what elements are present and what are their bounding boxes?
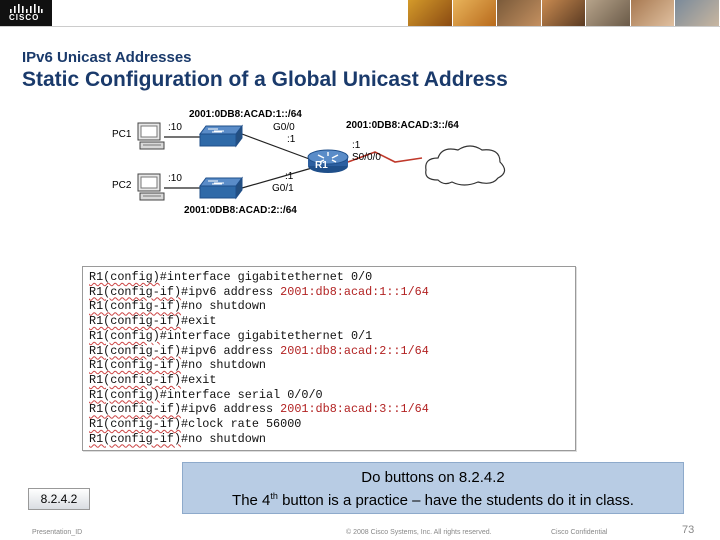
page-number: 73 (682, 524, 695, 536)
cli-prompt: R1(config-if) (89, 314, 182, 329)
banner-photo (675, 0, 720, 26)
switch2-icon (199, 176, 243, 200)
router-r1-icon (307, 149, 349, 173)
cli-line: R1(config-if)#no shutdown (89, 299, 575, 314)
banner-photo (497, 0, 542, 26)
cli-lines: R1(config)#interface gigabitethernet 0/0… (89, 270, 575, 446)
cli-prompt: R1(config-if) (89, 358, 182, 373)
cli-prompt: R1(config-if) (89, 417, 182, 432)
network-2-label: 2001:0DB8:ACAD:2::/64 (184, 205, 297, 216)
cli-command: #exit (181, 314, 217, 329)
section-number-box: 8.2.4.2 (28, 488, 90, 510)
cli-ipv6-address: 2001:db8:acad:2::1/64 (280, 343, 429, 358)
pc2-computer-icon (137, 173, 165, 201)
cisco-logo: CISCO (0, 0, 52, 26)
cli-command: #ipv6 address (181, 343, 281, 358)
cli-prompt: R1(config-if) (89, 402, 182, 417)
network-topology: R1 2001:0DB8:ACAD:1::/64 2001:0DB8:ACAD:… (100, 100, 560, 220)
router-label: R1 (315, 160, 328, 171)
cli-command: #exit (181, 372, 217, 387)
cli-command: #ipv6 address (181, 402, 281, 417)
cli-line: R1(config-if)#no shutdown (89, 432, 575, 447)
cli-ipv6-address: 2001:db8:acad:1::1/64 (280, 284, 429, 299)
cli-config-box: R1(config)#interface gigabitethernet 0/0… (82, 266, 576, 451)
instructor-note: Do buttons on 8.2.4.2 The 4th button is … (182, 462, 684, 514)
s000-host-label: :1 (352, 140, 361, 151)
pc2-host-label: :10 (168, 173, 182, 184)
cli-prompt: R1(config-if) (89, 284, 182, 299)
switch1-icon (199, 124, 243, 148)
s000-label: S0/0/0 (352, 152, 381, 163)
banner-photo (541, 0, 587, 26)
g00-label: G0/0 (273, 122, 295, 133)
cli-line: R1(config)#interface serial 0/0/0 (89, 388, 575, 403)
pc1-computer-icon (137, 122, 165, 150)
cli-line: R1(config)#interface gigabitethernet 0/1 (89, 329, 575, 344)
cli-command: #no shutdown (181, 299, 266, 314)
cli-line: R1(config)#interface gigabitethernet 0/0 (89, 270, 575, 285)
banner-divider (0, 26, 720, 27)
network-1-label: 2001:0DB8:ACAD:1::/64 (189, 109, 302, 120)
cli-command: #interface serial 0/0/0 (159, 387, 323, 402)
cli-command: #clock rate 56000 (181, 417, 302, 432)
network-3-label: 2001:0DB8:ACAD:3::/64 (346, 120, 459, 131)
cli-line: R1(config-if)#ipv6 address 2001:db8:acad… (89, 285, 575, 300)
cisco-bridge-icon (10, 4, 43, 13)
cli-command: #interface gigabitethernet 0/1 (159, 328, 373, 343)
cli-ipv6-address: 2001:db8:acad:3::1/64 (280, 402, 429, 417)
confidential-text: Cisco Confidential (551, 529, 608, 536)
presentation-id: Presentation_ID (32, 529, 83, 536)
cli-command: #ipv6 address (181, 284, 281, 299)
slide-title: Static Configuration of a Global Unicast… (22, 68, 508, 91)
cli-prompt: R1(config-if) (89, 431, 182, 446)
pc2-label: PC2 (112, 180, 132, 191)
cli-prompt: R1(config-if) (89, 372, 182, 387)
cli-line: R1(config-if)#exit (89, 314, 575, 329)
topology-links (164, 133, 423, 189)
cli-line: R1(config-if)#exit (89, 373, 575, 388)
cli-command: #no shutdown (181, 431, 266, 446)
cli-prompt: R1(config) (89, 328, 160, 343)
pc1-label: PC1 (112, 129, 132, 140)
logo-text: CISCO (9, 13, 40, 22)
banner-photo (452, 0, 498, 26)
cli-prompt: R1(config) (89, 387, 160, 402)
pc1-host-label: :10 (168, 122, 182, 133)
cli-line: R1(config-if)#clock rate 56000 (89, 417, 575, 432)
cli-line: R1(config-if)#ipv6 address 2001:db8:acad… (89, 402, 575, 417)
cli-line: R1(config-if)#no shutdown (89, 358, 575, 373)
note-line-1: Do buttons on 8.2.4.2 (361, 469, 505, 486)
cli-command: #no shutdown (181, 358, 266, 373)
cli-prompt: R1(config-if) (89, 299, 182, 314)
banner-photo (586, 0, 631, 26)
cloud-icon (425, 145, 506, 186)
note-line-2: The 4th button is a practice – have the … (232, 491, 634, 509)
banner-photo-strip (408, 0, 720, 26)
header-banner: CISCO (0, 0, 720, 26)
slide-subtitle: IPv6 Unicast Addresses (22, 49, 192, 66)
cli-command: #interface gigabitethernet 0/0 (159, 270, 373, 284)
cli-prompt: R1(config-if) (89, 343, 182, 358)
g01-label: G0/1 (272, 183, 294, 194)
g00-host-label: :1 (287, 134, 296, 145)
banner-photo (408, 0, 453, 26)
cli-prompt: R1(config) (89, 270, 160, 284)
cli-line: R1(config-if)#ipv6 address 2001:db8:acad… (89, 344, 575, 359)
g01-host-label: :1 (285, 171, 294, 182)
copyright-text: © 2008 Cisco Systems, Inc. All rights re… (346, 529, 492, 536)
banner-photo (630, 0, 676, 26)
